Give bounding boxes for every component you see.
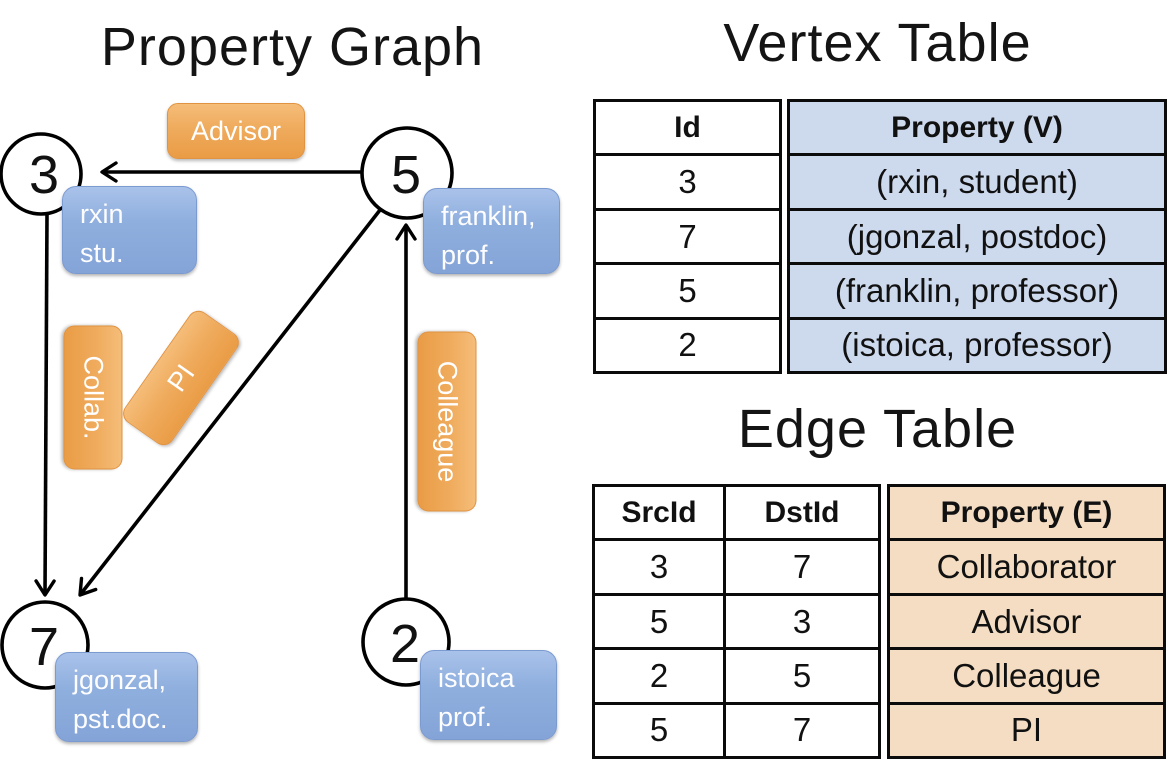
table-row: 2 [596,316,779,371]
edge-dst-cell: 7 [792,548,812,586]
edge-property-cell: Collaborator [936,548,1117,586]
table-row: 5 7 [595,701,878,757]
vertex-table-title: Vertex Table [723,13,1032,73]
node-property-line: istoica [438,663,515,693]
edge-src-cell: 3 [595,541,726,593]
node-3-property-box: rxin stu. [62,186,197,274]
edge-src-cell: 2 [595,650,726,702]
node-5-id: 5 [390,144,422,205]
node-3-circle [0,132,83,216]
vertex-id-cell: 3 [678,163,697,201]
vertex-id-cell: 2 [678,326,697,364]
edge-col-property-header: Property (E) [940,495,1113,529]
table-row: 5 [596,262,779,316]
table-row: Collaborator [890,538,1163,592]
table-row: (franklin, professor) [790,262,1164,316]
table-row: Colleague [890,647,1163,701]
vertex-property-cell: (istoica, professor) [841,326,1113,364]
table-row: 5 3 [595,592,878,648]
node-property-line: rxin [80,199,124,229]
property-graph-title: Property Graph [100,17,485,77]
table-row: (istoica, professor) [790,316,1164,371]
table-row: 3 [596,153,779,207]
vertex-table-property-column: Property (V) (rxin, student) (jgonzal, p… [787,99,1167,374]
edge-dst-cell: 7 [792,711,812,749]
table-row: 7 [596,207,779,262]
node-property-line: franklin, [441,201,536,231]
node-7-property-box: jgonzal, pst.doc. [55,652,198,742]
table-header-row: Property (V) [790,102,1164,153]
edge-col-dst-header: DstId [764,495,840,529]
vertex-id-cell: 5 [678,271,697,309]
node-property-line: prof. [441,240,496,271]
vertex-col-id-header: Id [674,110,701,144]
edge-table-title: Edge Table [737,399,1018,459]
vertex-property-cell: (franklin, professor) [834,271,1120,309]
table-row: 3 7 [595,538,878,593]
table-header-row: SrcId DstId [595,487,878,539]
edge-table-property-column: Property (E) Collaborator Advisor Collea… [887,484,1166,759]
node-property-line: pst.doc. [73,704,168,735]
table-row: PI [890,701,1163,756]
table-row: Advisor [890,592,1163,647]
edge-dst-cell: 5 [792,656,812,694]
edge-table-id-columns: SrcId DstId 3 7 5 3 2 5 5 7 [592,484,881,759]
node-property-line: prof. [438,702,493,733]
edge-col-src-header: SrcId [595,487,726,539]
vertex-property-cell: (rxin, student) [876,163,1078,201]
edge-collab-3-to-7 [34,213,56,597]
table-header-row: Property (E) [890,487,1163,538]
node-3-id: 3 [28,144,60,205]
edge-property-cell: Colleague [952,656,1101,694]
node-property-line: jgonzal, [73,665,167,695]
edge-src-cell: 5 [595,595,726,648]
edge-pi-5-to-7 [78,208,382,597]
table-header-row: Id [596,102,779,153]
vertex-id-cell: 7 [678,217,697,255]
vertex-table-id-column: Id 3 7 5 2 [593,99,782,374]
vertex-col-property-header: Property (V) [891,110,1063,144]
edge-property-cell: Advisor [971,602,1082,640]
table-row: (jgonzal, postdoc) [790,207,1164,262]
node-2-id: 2 [389,613,421,674]
node-7-id: 7 [28,616,60,677]
vertex-property-cell: (jgonzal, postdoc) [846,217,1108,255]
edge-property-cell: PI [1010,711,1043,749]
node-5-property-box: franklin, prof. [423,188,560,274]
node-property-line: stu. [80,238,124,269]
node-2-property-box: istoica prof. [420,650,557,740]
edge-label-collab: Collab. [63,325,123,470]
edge-label-advisor: Advisor [167,103,305,159]
table-row: 2 5 [595,647,878,702]
edge-label-colleague: Colleague [417,331,477,512]
table-row: (rxin, student) [790,153,1164,207]
edge-dst-cell: 3 [792,602,812,640]
edge-src-cell: 5 [595,704,726,757]
